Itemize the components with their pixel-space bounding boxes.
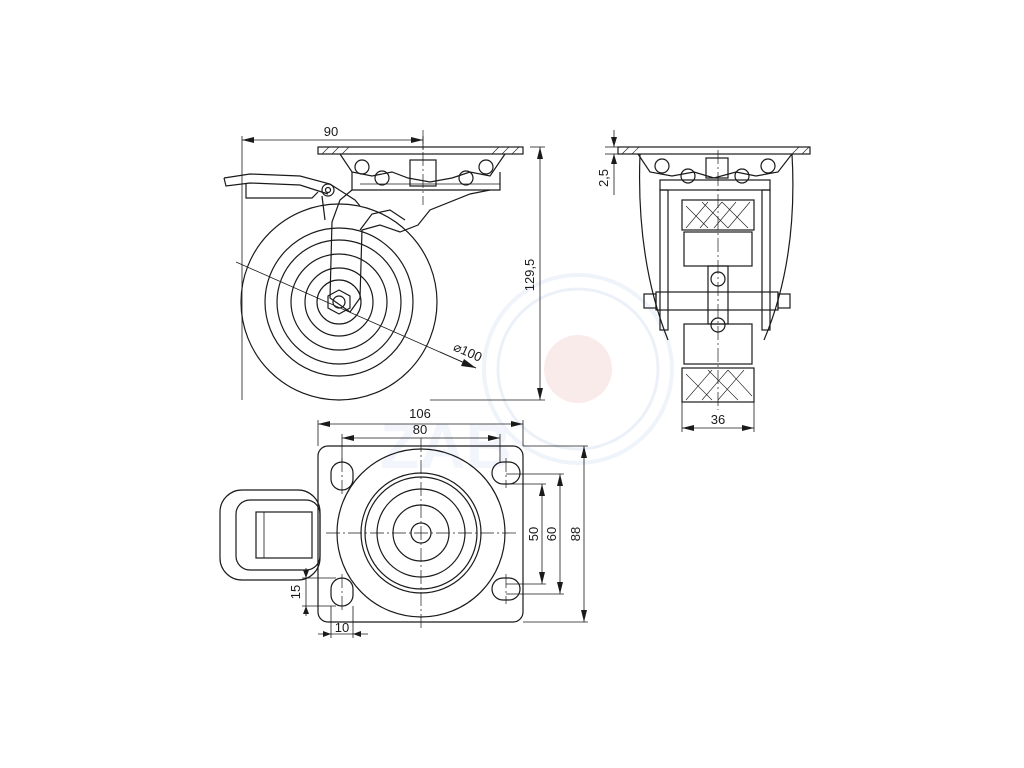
dim-slot-length: 15 — [288, 585, 303, 599]
plate-hatch — [321, 146, 520, 155]
dim-hole-spacing-y-outer: 60 — [544, 527, 559, 541]
dim-plate-width: 106 — [409, 406, 431, 421]
dim-wheel-diameter: ⌀100 — [451, 339, 484, 365]
dim-slot-width: 10 — [335, 620, 349, 635]
front-view-dimensions — [605, 130, 755, 432]
dim-wheel-width: 36 — [711, 412, 725, 427]
top-view — [219, 438, 524, 628]
top-view-dimensions — [302, 420, 588, 638]
dim-hole-spacing-y: 50 — [526, 527, 541, 541]
dim-top-width: 90 — [324, 124, 338, 139]
dim-hole-spacing-x: 80 — [413, 422, 427, 437]
front-view — [617, 146, 811, 410]
watermark-logo: ZAB — [380, 273, 674, 482]
side-view-dimensions — [241, 136, 545, 401]
dim-plate-length: 88 — [568, 527, 583, 541]
dim-height: 129,5 — [522, 259, 537, 292]
dim-plate-thickness: 2,5 — [596, 169, 611, 187]
